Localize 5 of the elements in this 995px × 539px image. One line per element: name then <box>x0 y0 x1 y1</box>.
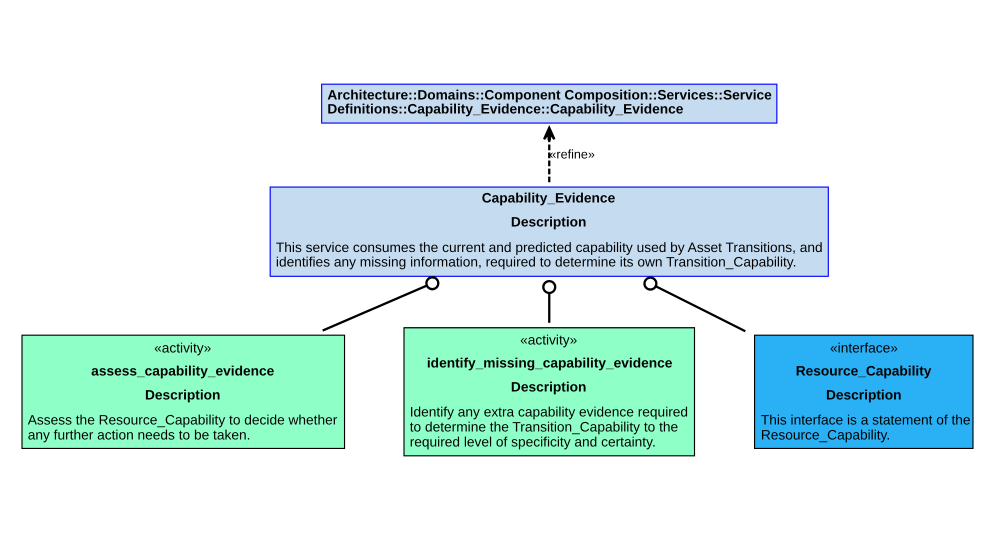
connector <box>542 279 556 322</box>
arrow <box>542 126 556 182</box>
edge-label: «refine» <box>549 146 595 161</box>
connector <box>322 276 440 332</box>
connector <box>643 276 746 332</box>
